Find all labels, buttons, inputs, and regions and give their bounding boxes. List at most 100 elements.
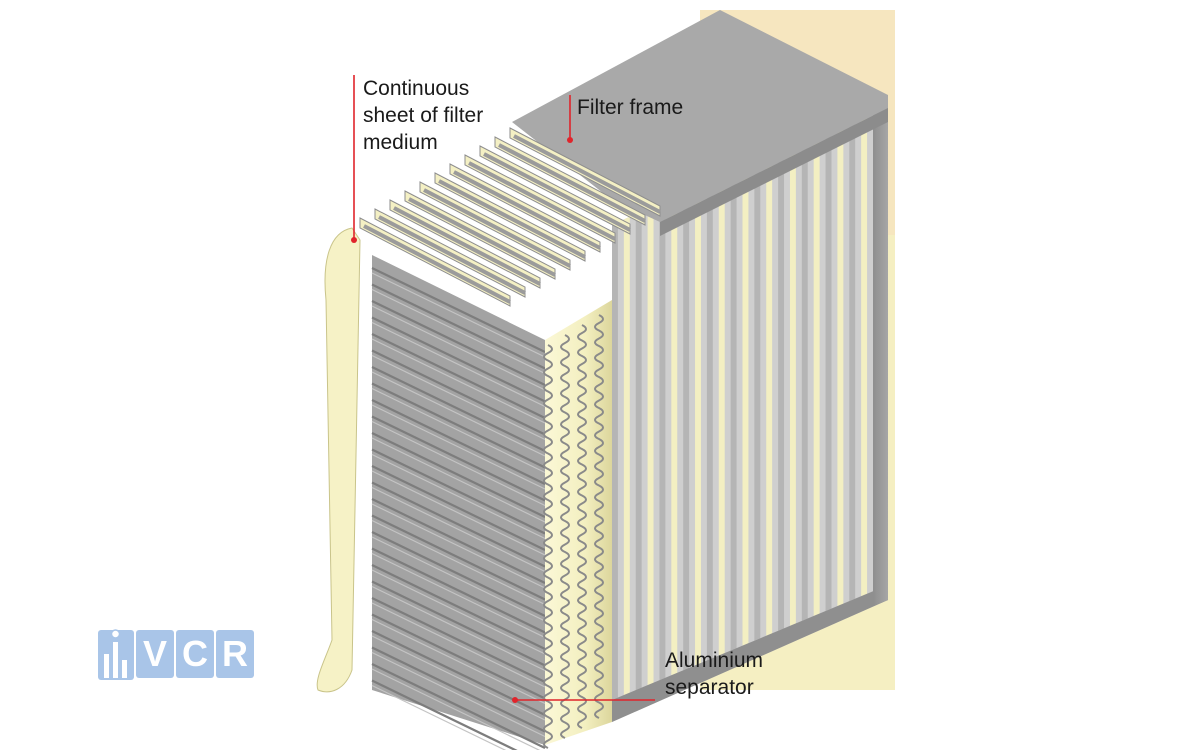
separator-rib xyxy=(371,432,546,518)
filter-frame-top xyxy=(512,10,888,236)
separator-rib-highlight xyxy=(371,470,546,556)
logo-letter: V xyxy=(136,630,174,678)
label-filter-medium: Continuous sheet of filter medium xyxy=(363,75,483,156)
side-slat xyxy=(813,127,820,616)
label-filter-frame: Filter frame xyxy=(577,96,684,119)
label-separator-line1: Aluminium xyxy=(665,649,764,672)
leader-dot-frame xyxy=(567,137,573,143)
top-pleat-separator xyxy=(393,206,541,286)
side-slat xyxy=(766,149,773,636)
separator-rib xyxy=(371,613,546,700)
separator-rib-highlight xyxy=(371,453,546,540)
leader-dot-medium xyxy=(351,237,357,243)
separator-rib xyxy=(371,316,546,403)
separator-rib-highlight xyxy=(371,486,546,573)
separator-rib xyxy=(371,448,546,535)
side-slat xyxy=(837,116,844,607)
separator-rib-highlight xyxy=(371,684,507,750)
side-slat xyxy=(671,194,678,676)
separator-rib xyxy=(371,564,546,650)
separator-rib xyxy=(371,333,546,419)
top-pleat-separator xyxy=(423,188,571,268)
separator-rib-highlight xyxy=(371,602,546,688)
top-pleat-separator xyxy=(363,224,511,304)
label-filter-medium-line1: Continuous xyxy=(363,77,470,100)
label-separator-line2: separator xyxy=(665,676,754,699)
side-slat xyxy=(623,216,630,696)
separator-rib-highlight xyxy=(371,404,546,490)
separator-rib-highlight xyxy=(371,635,546,721)
side-slat xyxy=(635,211,642,691)
separator-rib xyxy=(371,283,546,370)
top-pleat-separator xyxy=(483,152,631,232)
front-separator-ribs xyxy=(371,267,546,750)
separator-rib xyxy=(371,399,546,485)
top-pleat-separator xyxy=(453,170,601,250)
logo-letter: R xyxy=(216,630,254,678)
separator-rib xyxy=(371,481,546,568)
side-slat xyxy=(695,183,701,666)
separator-rib-highlight xyxy=(371,272,546,358)
top-pleat-separator xyxy=(378,215,526,295)
side-slat xyxy=(789,138,796,626)
separator-rib xyxy=(371,300,546,386)
top-pleat-separator xyxy=(513,134,661,214)
separator-rib xyxy=(371,415,546,502)
separator-rib-highlight xyxy=(371,668,541,750)
label-filter-medium-line2: sheet of filter xyxy=(363,104,484,127)
side-slat xyxy=(778,143,785,631)
separator-rib xyxy=(371,514,546,601)
separator-rib xyxy=(371,382,546,469)
logo-letter: C xyxy=(176,630,214,678)
separator-rib-highlight xyxy=(371,618,546,705)
separator-rib xyxy=(371,465,546,551)
top-pleat-separator xyxy=(498,143,646,223)
side-slat xyxy=(718,171,725,656)
separator-rib xyxy=(371,646,546,733)
top-pleat-separator xyxy=(438,179,586,259)
filter-medium-front xyxy=(316,227,612,750)
side-slat xyxy=(659,199,666,681)
top-pleat-separator xyxy=(468,161,616,241)
separator-rib-highlight xyxy=(371,305,546,391)
front-separator-face xyxy=(372,255,545,745)
separator-rib xyxy=(371,597,546,683)
frame-right-edge xyxy=(873,95,888,606)
side-slat xyxy=(683,188,690,671)
separator-rib-highlight xyxy=(371,651,546,738)
separator-rib xyxy=(371,366,546,452)
pleat-wave-line xyxy=(577,324,587,729)
separator-rib xyxy=(371,531,546,617)
separator-rib-highlight xyxy=(371,569,546,655)
separator-rib-highlight xyxy=(371,387,546,474)
side-slat xyxy=(706,177,713,661)
logo-emblem-icon xyxy=(98,629,134,680)
separator-rib xyxy=(371,663,546,749)
leader-dot-separator xyxy=(512,697,518,703)
side-slat xyxy=(754,155,761,641)
side-slat xyxy=(647,205,654,686)
medium-flap xyxy=(316,227,361,693)
separator-rib xyxy=(371,547,546,634)
side-slat xyxy=(849,110,856,602)
separator-rib-highlight xyxy=(371,420,546,507)
separator-rib-highlight xyxy=(371,288,546,375)
leader-lines xyxy=(351,75,655,703)
side-slat xyxy=(825,121,832,612)
separator-rib-highlight xyxy=(371,371,546,457)
separator-rib-highlight xyxy=(371,354,546,441)
filter-frame-plate-edge xyxy=(660,108,888,236)
separator-rib xyxy=(371,580,546,667)
label-aluminium-separator: Aluminium separator xyxy=(665,647,763,701)
separator-rib-highlight xyxy=(371,536,546,622)
frame-bottom-edge xyxy=(612,585,888,722)
separator-rib-highlight xyxy=(371,585,546,672)
side-pleat-slats xyxy=(612,104,868,700)
separator-rib-highlight xyxy=(371,503,546,589)
separator-rib-highlight xyxy=(371,338,546,424)
label-filter-medium-line3: medium xyxy=(363,131,438,154)
separator-rib-highlight xyxy=(371,321,546,408)
side-slat xyxy=(730,166,737,651)
